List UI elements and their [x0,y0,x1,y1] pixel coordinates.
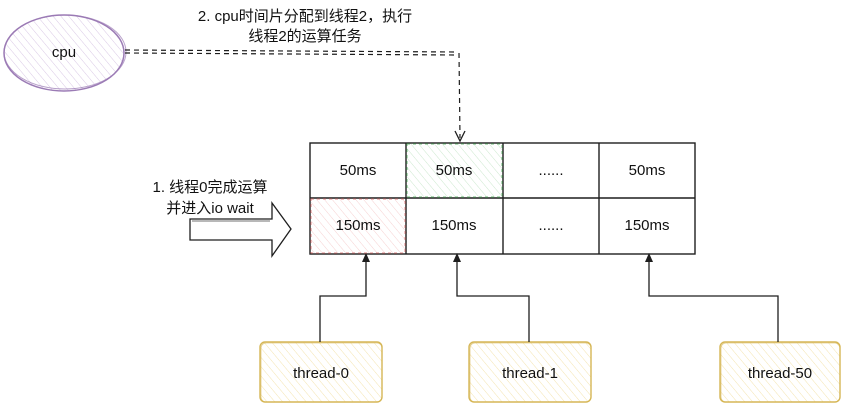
cpu-arrowhead [454,130,466,143]
time-slice-grid [309,142,696,255]
io-wait-arrow [189,201,292,259]
cpu-label: cpu [51,44,77,61]
grid-cell-r2-c4: 150ms [624,217,670,234]
step2-annotation-line2: 线程2的运算任务 [248,28,362,45]
thread-1-label: thread-1 [502,365,558,382]
grid-cell-r2-c3: ...... [538,217,564,234]
thread-arrowheads [362,253,653,262]
thread-box-50 [719,341,841,403]
cpu-to-grid-connector [124,49,461,139]
grid-cell-r2-c1: 150ms [335,217,381,234]
thread-50-label: thread-50 [747,365,813,382]
grid-cell-r1-c4: 50ms [628,162,666,179]
grid-cell-r1-c2: 50ms [435,162,473,179]
thread-50-connector [648,258,779,342]
grid-cell-r2-c2: 150ms [431,217,477,234]
cpu-node [3,14,127,92]
cell-highlight-red [311,199,407,253]
cell-highlight-green [407,143,503,197]
step2-annotation-line1: 2. cpu时间片分配到线程2，执行 [197,8,413,25]
thread-box-1 [468,341,592,403]
grid-cell-r1-c1: 50ms [339,162,377,179]
thread-connectors [319,258,779,342]
thread-0-label: thread-0 [293,365,349,382]
thread-1-connector [456,258,530,342]
thread-box-0 [259,341,383,403]
grid-cell-r1-c3: ...... [538,162,564,179]
step1-annotation-line2: 并进入io wait [166,200,254,217]
step1-annotation-line1: 1. 线程0完成运算 [152,179,268,196]
thread-0-connector [319,258,367,342]
